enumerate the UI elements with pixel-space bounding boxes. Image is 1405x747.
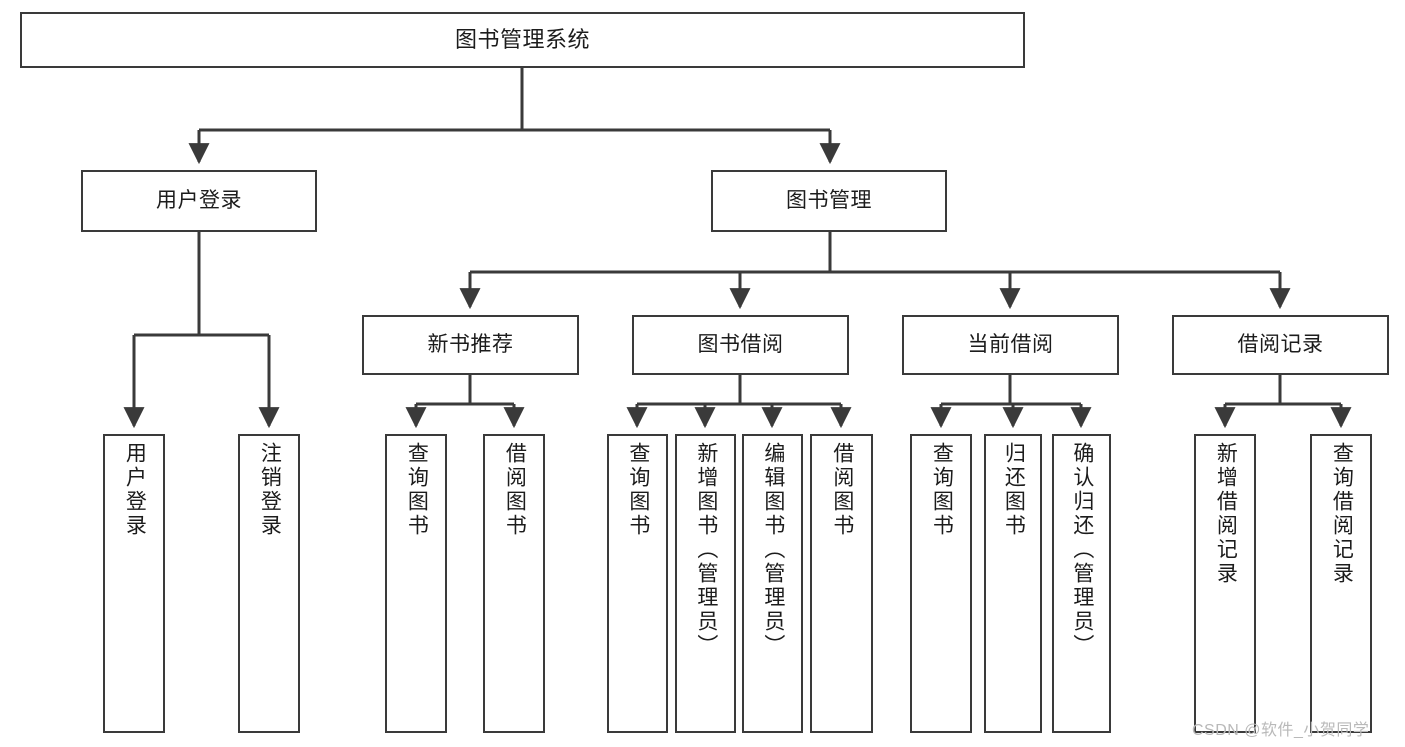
node-book-management-label: 图书管理 (786, 188, 872, 212)
leaf-query-book-recommend-label: 查询图书 (405, 442, 429, 538)
leaf-query-borrow-record-label: 查询借阅记录 (1330, 442, 1354, 586)
node-current-borrow-label: 当前借阅 (967, 332, 1054, 356)
node-borrow-record-label: 借阅记录 (1237, 332, 1324, 356)
node-book-borrow-label: 图书借阅 (697, 332, 784, 356)
leaf-add-borrow-record-label: 新增借阅记录 (1214, 442, 1238, 586)
leaf-return-book[interactable]: 归还图书 (984, 434, 1042, 733)
leaf-add-book-admin[interactable]: 新增图书（管理员） (675, 434, 736, 733)
node-new-book-recommend[interactable]: 新书推荐 (362, 315, 579, 375)
leaf-query-book-borrow-label: 查询图书 (626, 442, 650, 538)
leaf-query-book-current-label: 查询图书 (930, 442, 954, 538)
node-root[interactable]: 图书管理系统 (20, 12, 1025, 68)
leaf-user-login-label: 用户登录 (123, 442, 147, 538)
leaf-query-borrow-record[interactable]: 查询借阅记录 (1310, 434, 1372, 733)
node-book-borrow[interactable]: 图书借阅 (632, 315, 849, 375)
node-borrow-record[interactable]: 借阅记录 (1172, 315, 1389, 375)
leaf-query-book-current[interactable]: 查询图书 (910, 434, 972, 733)
leaf-query-book-borrow[interactable]: 查询图书 (607, 434, 668, 733)
leaf-borrow-book-recommend[interactable]: 借阅图书 (483, 434, 545, 733)
leaf-borrow-book-label: 借阅图书 (830, 442, 854, 538)
leaf-logout[interactable]: 注销登录 (238, 434, 300, 733)
node-user-login[interactable]: 用户登录 (81, 170, 317, 232)
node-new-book-recommend-label: 新书推荐 (427, 332, 514, 356)
leaf-add-book-admin-label: 新增图书（管理员） (694, 442, 718, 658)
leaf-borrow-book[interactable]: 借阅图书 (810, 434, 873, 733)
leaf-confirm-return-admin-label: 确认归还（管理员） (1070, 442, 1094, 658)
node-book-management[interactable]: 图书管理 (711, 170, 947, 232)
watermark: CSDN @软件_小贺同学 (1192, 722, 1370, 739)
leaf-edit-book-admin[interactable]: 编辑图书（管理员） (742, 434, 803, 733)
leaf-return-book-label: 归还图书 (1002, 442, 1026, 538)
leaf-query-book-recommend[interactable]: 查询图书 (385, 434, 447, 733)
node-user-login-label: 用户登录 (156, 188, 242, 212)
leaf-logout-label: 注销登录 (258, 442, 282, 538)
leaf-edit-book-admin-label: 编辑图书（管理员） (761, 442, 785, 658)
leaf-borrow-book-recommend-label: 借阅图书 (503, 442, 527, 538)
node-root-label: 图书管理系统 (454, 27, 590, 53)
leaf-user-login[interactable]: 用户登录 (103, 434, 165, 733)
node-current-borrow[interactable]: 当前借阅 (902, 315, 1119, 375)
leaf-confirm-return-admin[interactable]: 确认归还（管理员） (1052, 434, 1111, 733)
leaf-add-borrow-record[interactable]: 新增借阅记录 (1194, 434, 1256, 733)
